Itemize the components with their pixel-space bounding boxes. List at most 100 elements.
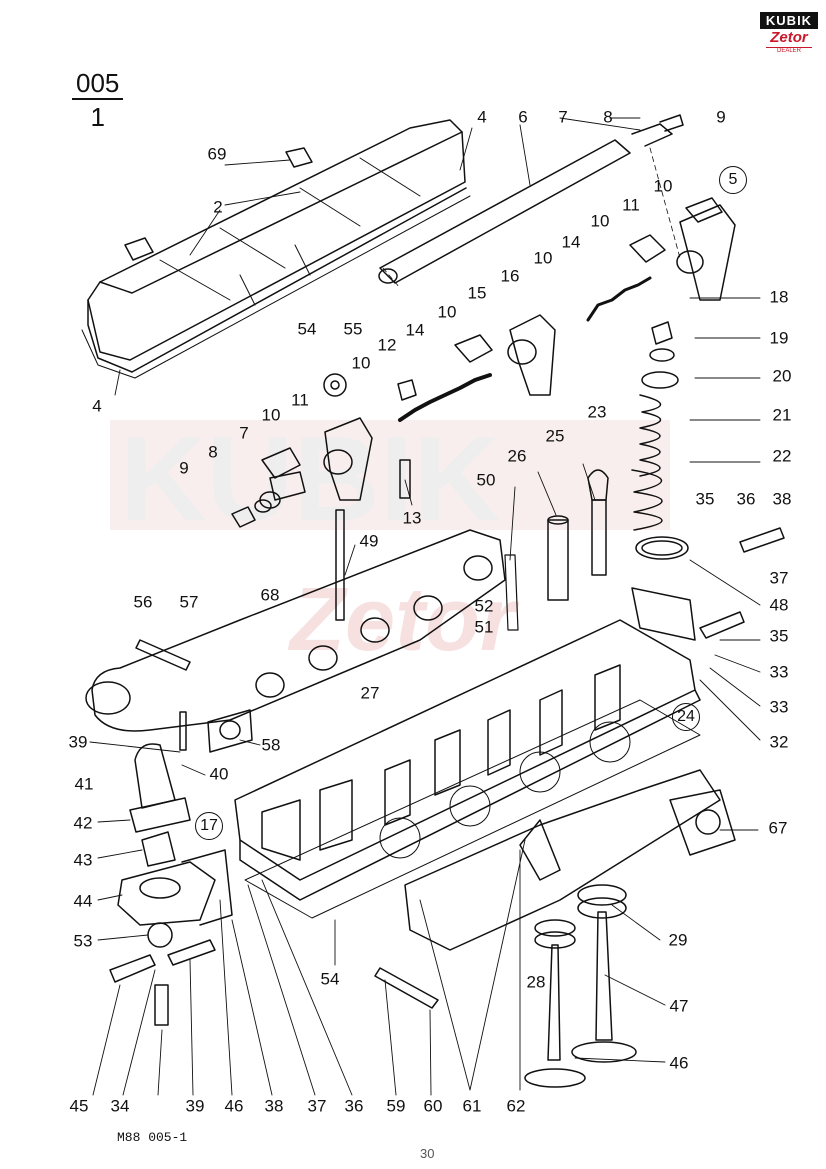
part-label-4b: 4	[92, 396, 102, 416]
part-label-6: 6	[518, 107, 528, 127]
part-label-63: 61	[462, 1096, 482, 1116]
part-label-49: 48	[769, 595, 789, 615]
rocker-shaft	[378, 114, 684, 289]
part-label-65: 62	[506, 1096, 526, 1116]
valve-cover	[81, 119, 471, 379]
part-label-33a: 33	[769, 662, 789, 682]
part-label-57: 55	[343, 319, 363, 339]
part-label-43: 43	[73, 850, 93, 870]
part-label-42: 42	[73, 813, 93, 833]
part-label-41: 41	[74, 774, 94, 794]
part-label-51: 50	[476, 470, 496, 490]
part-label-46: 46	[224, 1096, 244, 1116]
part-label-10d: 10	[437, 302, 457, 322]
part-label-7b: 7	[239, 423, 249, 443]
part-label-53: 52	[474, 596, 494, 616]
part-label-35b: 36	[344, 1096, 364, 1116]
intake-manifold	[404, 769, 736, 951]
cap-nut	[124, 147, 313, 261]
circled-ref-24: 24	[672, 703, 700, 731]
fasteners	[135, 527, 785, 1009]
figure-code: M88 005-1	[117, 1130, 188, 1145]
part-label-37a: 37	[769, 568, 789, 588]
part-label-14a: 14	[561, 232, 581, 252]
part-label-25: 25	[545, 426, 565, 446]
circled-ref-5: 5	[719, 166, 747, 194]
part-label-50: 49	[359, 531, 379, 551]
part-label-2: 2	[213, 197, 223, 217]
part-label-29: 29	[668, 930, 688, 950]
part-label-9b: 9	[179, 458, 189, 478]
head-gasket	[244, 699, 701, 919]
part-label-56: 54	[297, 319, 317, 339]
leader-lines	[89, 117, 761, 1096]
valve-spring-stack	[631, 321, 689, 560]
part-label-34: 35	[769, 626, 789, 646]
part-label-36a: 36	[736, 489, 756, 509]
valves	[524, 884, 637, 1088]
part-label-38b: 39	[185, 1096, 205, 1116]
pushrods	[335, 469, 609, 631]
part-label-39: 39	[68, 732, 88, 752]
part-label-15: 15	[467, 283, 487, 303]
part-label-47: 46	[669, 1053, 689, 1073]
logo-brand: KUBIK	[760, 12, 818, 29]
section-code: 005	[72, 70, 124, 100]
part-label-26: 26	[507, 446, 527, 466]
part-label-10f: 10	[261, 405, 281, 425]
part-label-61: 59	[386, 1096, 406, 1116]
part-label-11a: 11	[622, 195, 640, 215]
part-label-13: 13	[402, 508, 422, 528]
part-label-40: 40	[209, 764, 229, 784]
part-label-45: 45	[69, 1096, 89, 1116]
exhaust-manifold	[85, 529, 506, 753]
part-label-27: 27	[360, 683, 380, 703]
part-label-67: 69	[207, 144, 227, 164]
part-label-31: 32	[769, 732, 789, 752]
part-label-22: 22	[772, 446, 792, 466]
part-label-18: 18	[769, 287, 789, 307]
part-label-10a: 10	[653, 176, 673, 196]
part-label-35a: 35	[695, 489, 715, 509]
part-label-44: 44	[73, 891, 93, 911]
part-label-32: 33	[769, 697, 789, 717]
part-label-38a: 38	[772, 489, 792, 509]
section-number: 005 1	[72, 70, 124, 130]
page-number: 30	[420, 1146, 435, 1161]
part-label-4a: 4	[477, 107, 487, 127]
part-label-59: 57	[179, 592, 199, 612]
part-label-54: 53	[73, 931, 93, 951]
part-label-20: 20	[772, 366, 792, 386]
part-label-62: 60	[423, 1096, 443, 1116]
part-label-11b: 11	[291, 390, 309, 410]
part-label-16: 16	[500, 266, 520, 286]
part-label-37b: 38	[264, 1096, 284, 1116]
part-label-66: 67	[768, 818, 788, 838]
part-label-12: 12	[377, 335, 397, 355]
logo-tag: DEALER	[766, 47, 812, 54]
kubik-zetor-logo: KUBIK Zetor DEALER	[760, 12, 818, 60]
rocker-assembly-upper	[231, 197, 736, 528]
part-label-19: 19	[769, 328, 789, 348]
part-label-7a: 7	[558, 107, 568, 127]
part-label-21: 21	[772, 405, 792, 425]
part-label-28: 28	[526, 972, 546, 992]
thermostat-housing	[109, 743, 233, 1026]
part-label-36b: 37	[307, 1096, 327, 1116]
part-label-8a: 8	[603, 107, 613, 127]
part-label-68: 68	[260, 585, 280, 605]
logo-sub: Zetor	[770, 29, 808, 46]
part-label-10b: 10	[590, 211, 610, 231]
part-label-9a: 9	[716, 107, 726, 127]
part-label-10c: 10	[533, 248, 553, 268]
part-label-52: 51	[474, 617, 494, 637]
part-label-58: 56	[133, 592, 153, 612]
part-label-10e: 10	[351, 353, 371, 373]
part-label-8b: 8	[208, 442, 218, 462]
part-label-14b: 14	[405, 320, 425, 340]
part-label-60: 58	[261, 735, 281, 755]
part-label-48: 47	[669, 996, 689, 1016]
part-label-55: 54	[320, 969, 340, 989]
cylinder-head	[234, 587, 701, 901]
